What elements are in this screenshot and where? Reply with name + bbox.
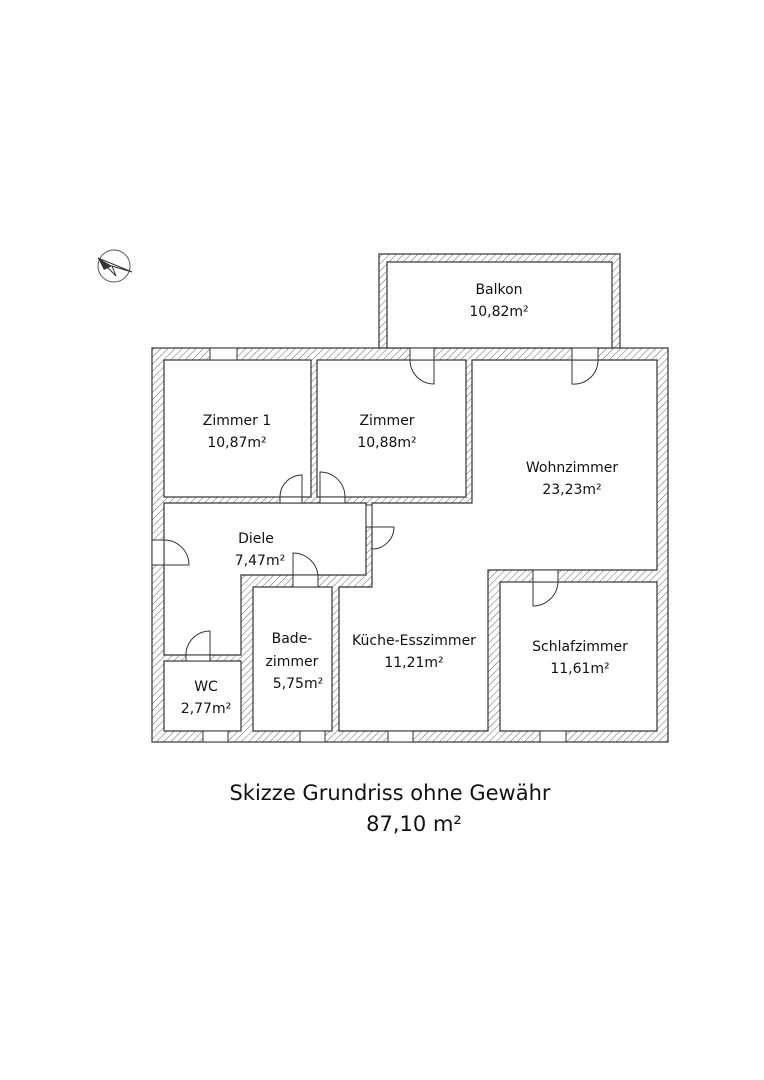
- room-schlafzimmer: [499, 581, 658, 732]
- caption-total-area: 87,10 m²: [366, 812, 462, 836]
- room-badezimmer: [252, 586, 333, 732]
- zimmer-area: 10,88m²: [357, 435, 416, 451]
- room-wc: [163, 660, 242, 732]
- badezimmer-name-2: zimmer: [266, 654, 319, 670]
- zimmer-name: Zimmer: [359, 413, 414, 429]
- balkon-name: Balkon: [475, 282, 522, 298]
- kueche-area: 11,21m²: [384, 655, 443, 671]
- wohnzimmer-area: 23,23m²: [542, 482, 601, 498]
- room-diele: [163, 502, 367, 656]
- zimmer1-area: 10,87m²: [207, 435, 266, 451]
- schlafzimmer-area: 11,61m²: [550, 661, 609, 677]
- badezimmer-name-1: Bade-: [272, 631, 313, 647]
- badezimmer-area: 5,75m²: [273, 676, 323, 692]
- wc-name: WC: [194, 679, 218, 695]
- wc-area: 2,77m²: [181, 701, 231, 717]
- room-balkon: [386, 261, 613, 349]
- diele-area: 7,47m²: [235, 553, 285, 569]
- room-wohnzimmer-kueche: [338, 359, 658, 732]
- balkon-area: 10,82m²: [469, 304, 528, 320]
- zimmer1-name: Zimmer 1: [203, 413, 271, 429]
- diele-name: Diele: [238, 531, 274, 547]
- kueche-name: Küche-Esszimmer: [352, 633, 476, 649]
- room-zimmer: [316, 359, 467, 498]
- north-arrow-icon: [97, 249, 133, 283]
- windows: [151, 347, 599, 743]
- doors: [163, 359, 599, 656]
- schlafzimmer-name: Schlafzimmer: [532, 639, 628, 655]
- wohnzimmer-name: Wohnzimmer: [526, 460, 618, 476]
- caption-title: Skizze Grundriss ohne Gewähr: [229, 781, 550, 805]
- room-zimmer-1: [163, 359, 312, 498]
